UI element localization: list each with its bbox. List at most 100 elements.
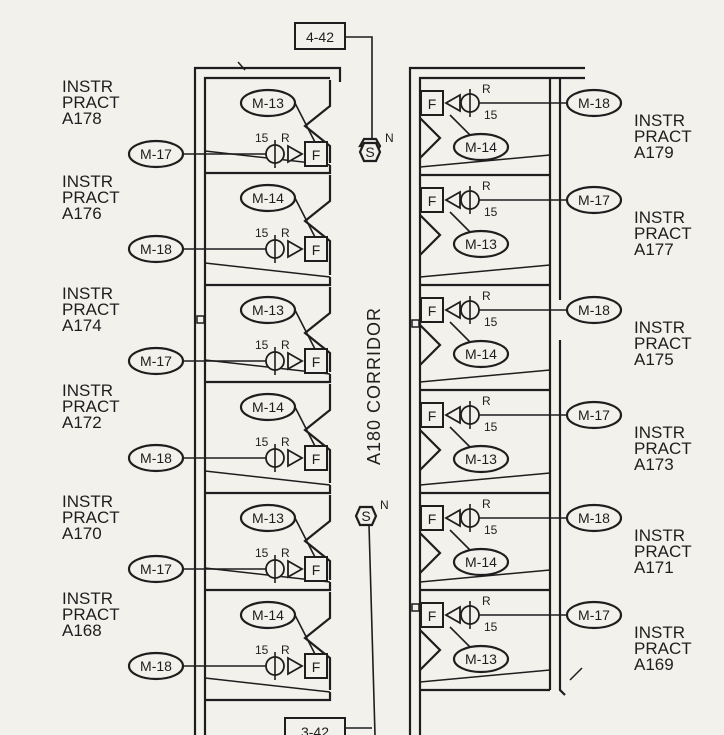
upper-tag-leader xyxy=(294,102,319,149)
door-swing xyxy=(303,384,332,483)
size-label: 15 xyxy=(484,420,498,434)
room-type-line1: INSTR xyxy=(62,589,113,608)
valve-label: R xyxy=(482,594,491,608)
upper-tag-outline xyxy=(239,392,297,422)
diffuser-triangle xyxy=(287,351,304,371)
upper-tag-text: M-14 xyxy=(252,399,284,415)
outer-tag: M-17 xyxy=(565,400,623,430)
room-partition xyxy=(205,277,332,287)
room-type-line2: PRACT xyxy=(634,224,692,243)
diffuser-triangle xyxy=(287,144,304,164)
room-type-line2: PRACT xyxy=(62,300,120,319)
diffuser-triangle xyxy=(287,239,304,259)
room-partition xyxy=(205,485,332,495)
f-box xyxy=(304,141,328,167)
upper-tag-text: M-14 xyxy=(252,607,284,623)
size-label: 15 xyxy=(255,226,269,240)
room-ceiling-line xyxy=(419,569,551,583)
diffuser-triangle xyxy=(287,656,304,676)
room-type-line1: INSTR xyxy=(62,381,113,400)
valve-label: R xyxy=(281,643,290,657)
inner-tag-text: M-14 xyxy=(465,139,497,155)
inner-tag-text: M-13 xyxy=(465,651,497,667)
inner-tag-text: M-13 xyxy=(465,451,497,467)
upper-tag-outline xyxy=(239,295,297,325)
valve-label: R xyxy=(482,394,491,408)
upper-tag-outline xyxy=(239,88,297,118)
f-box-label: F xyxy=(428,303,437,319)
outer-tag: M-18 xyxy=(565,295,623,325)
room-ceiling-line xyxy=(204,677,331,693)
inner-tag: M-14 xyxy=(452,547,510,577)
inner-tag-outline xyxy=(452,644,510,674)
f-box-label: F xyxy=(312,659,321,675)
f-box xyxy=(420,187,444,213)
f-box-label: F xyxy=(428,193,437,209)
f-box xyxy=(304,556,328,582)
size-label: 15 xyxy=(255,435,269,449)
labels: INSTRPRACTA178INSTRPRACTA176INSTRPRACTA1… xyxy=(62,77,692,674)
valve-label: R xyxy=(281,338,290,352)
room-type-line2: PRACT xyxy=(62,397,120,416)
room-number: A171 xyxy=(634,558,674,577)
inner-tag-text: M-13 xyxy=(465,236,497,252)
upper-tag-leader xyxy=(294,309,319,356)
upper-tag-text: M-13 xyxy=(252,95,284,111)
door-swing xyxy=(419,117,442,159)
lower-tag-text: M-17 xyxy=(140,146,172,162)
inner-tag-leader xyxy=(449,529,471,551)
door-swing xyxy=(303,287,332,372)
upper-tag: M-14 xyxy=(239,183,297,213)
lower-tag-text: M-18 xyxy=(140,658,172,674)
door-swing xyxy=(303,175,332,275)
upper-tag-outline xyxy=(239,183,297,213)
f-box-label: F xyxy=(428,408,437,424)
sensor-symbol-top: S N xyxy=(358,131,394,163)
room-number: A176 xyxy=(62,204,102,223)
lower-tag-outline xyxy=(127,651,185,681)
door-swing xyxy=(419,324,442,366)
room-type-line1: INSTR xyxy=(634,111,685,130)
lower-tag-text: M-17 xyxy=(140,561,172,577)
corridor-label: A180 CORRIDOR xyxy=(364,307,384,465)
inner-tag: M-14 xyxy=(452,132,510,162)
svg-text:N: N xyxy=(385,131,394,145)
room-type-line2: PRACT xyxy=(634,439,692,458)
inner-tag-text: M-14 xyxy=(465,554,497,570)
upper-tag-leader xyxy=(294,517,319,564)
upper-tag-text: M-14 xyxy=(252,190,284,206)
inner-tag: M-13 xyxy=(452,644,510,674)
svg-text:4-42: 4-42 xyxy=(306,29,334,45)
device-right-A173: F R 15 M-17M-13 xyxy=(420,394,623,474)
room-type-line1: INSTR xyxy=(62,172,113,191)
f-box-label: F xyxy=(312,451,321,467)
room-right-A173 xyxy=(419,429,551,495)
room-partition xyxy=(205,582,332,592)
door-swing xyxy=(303,80,332,163)
sensor-symbol-bottom: S N xyxy=(354,498,389,527)
f-box xyxy=(304,236,328,262)
inner-tag-leader xyxy=(449,321,471,343)
outer-tag-text: M-17 xyxy=(578,407,610,423)
f-box xyxy=(420,90,444,116)
inner-tag: M-13 xyxy=(452,444,510,474)
upper-tag-leader xyxy=(294,406,319,453)
lower-tag: M-18 xyxy=(127,443,185,473)
upper-tag: M-13 xyxy=(239,503,297,533)
outer-tag-outline xyxy=(565,185,623,215)
lower-tag-outline xyxy=(127,139,185,169)
svg-text:S: S xyxy=(361,508,370,524)
